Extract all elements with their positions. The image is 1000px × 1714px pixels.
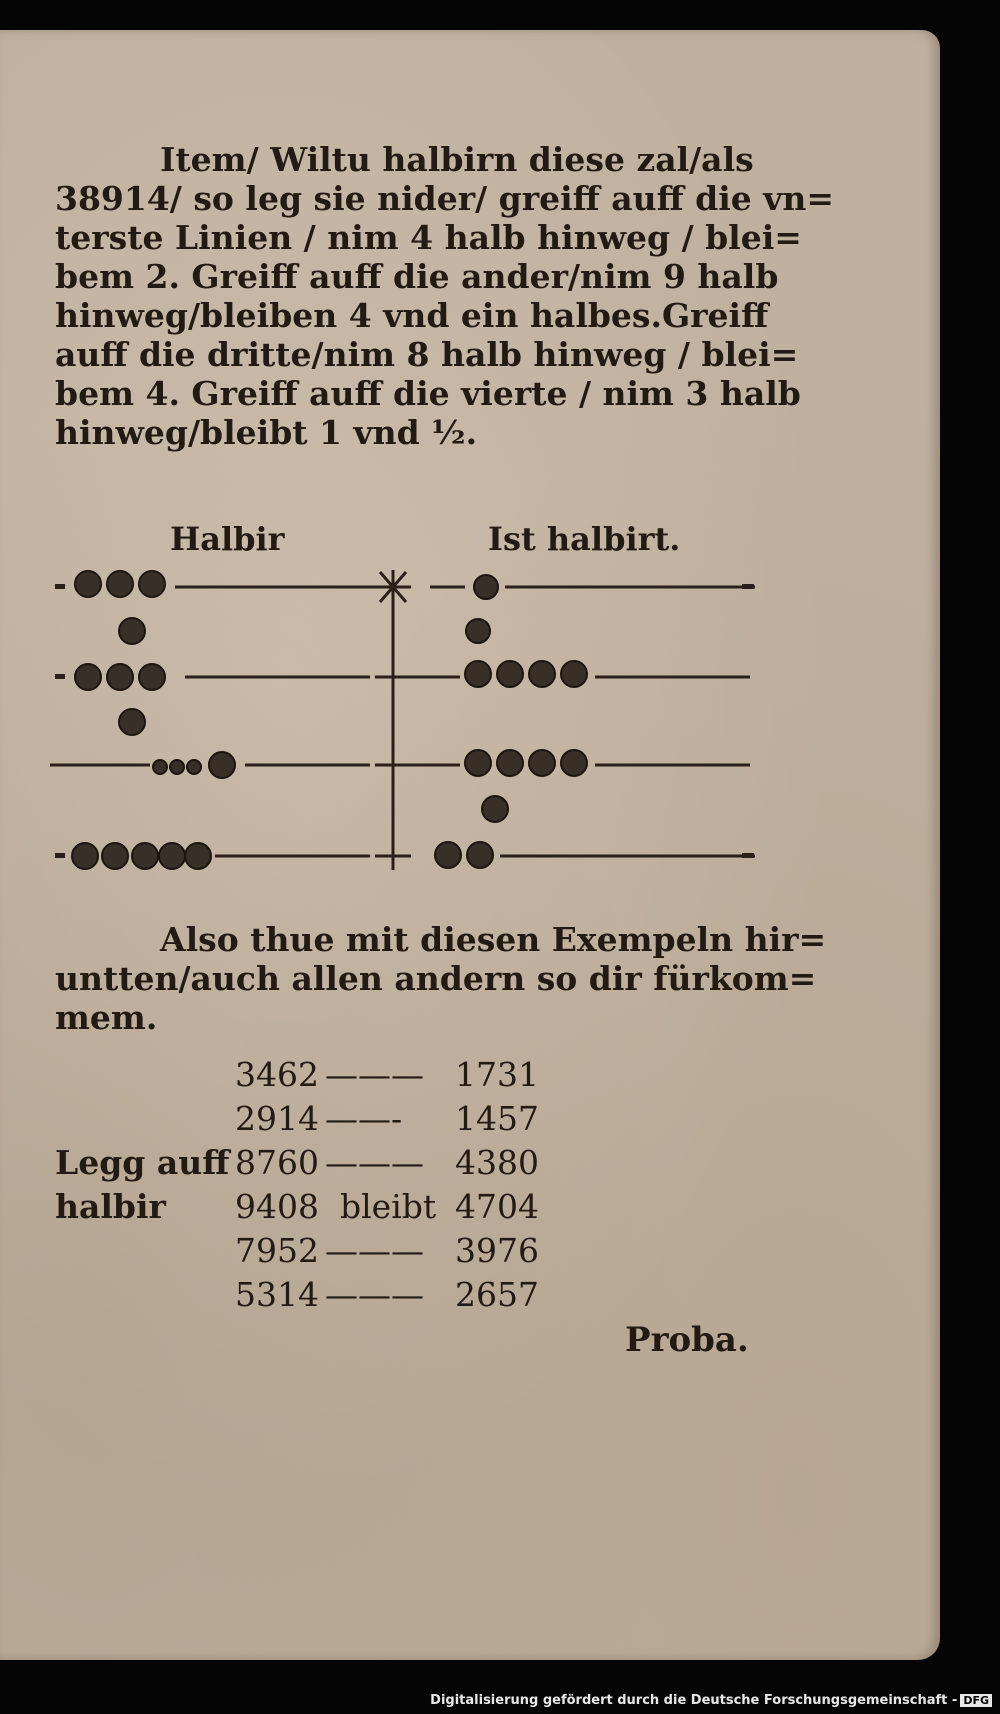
counter [481,795,509,823]
text-line: mem. [55,998,158,1037]
counter [158,842,186,870]
side-label-halbir: halbir [55,1187,166,1226]
example-number: 5314 [235,1275,319,1314]
example-dash: ——— [325,1275,424,1314]
counter [473,574,499,600]
text-line: bem 4. Greiff auff die vierte / nim 3 ha… [55,374,801,413]
counter [74,570,102,598]
tick-mark [55,674,65,679]
paragraph-exempeln: Also thue mit diesen Exempeln hir= untte… [55,920,827,1037]
tick-mark [55,853,65,858]
example-result: 1731 [455,1055,539,1094]
text-line: terste Linien / nim 4 halb hinweg / blei… [55,218,802,257]
counter [528,749,556,777]
paragraph-halbirn: Item/ Wiltu halbirn diese zal/als 38914/… [55,140,835,452]
counter [496,660,524,688]
counter [71,842,99,870]
example-dash: ——— [325,1055,424,1094]
digitization-credit: Digitalisierung gefördert durch die Deut… [430,1693,992,1708]
counter [465,618,491,644]
counter [434,841,462,869]
example-number: 2914 [235,1099,319,1138]
counter [208,751,236,779]
example-number: 7952 [235,1231,319,1270]
text-line: hinweg/bleibt 1 vnd ½. [55,413,478,452]
counter [169,759,185,775]
example-result: 4704 [455,1187,539,1226]
text-line: auff die dritte/nim 8 halb hinweg / blei… [55,335,799,374]
example-result: 1457 [455,1099,539,1138]
counter [118,708,146,736]
tick-mark [742,584,754,589]
example-dash: ——- [325,1099,403,1138]
text-line: bem 2. Greiff auff die ander/nim 9 halb [55,257,779,296]
credit-text: Digitalisierung gefördert durch die Deut… [430,1693,958,1708]
example-word-bleibt: bleibt [340,1187,437,1226]
counter [528,660,556,688]
example-dash: ——— [325,1231,424,1270]
book-page [0,30,940,1660]
counter [101,842,129,870]
example-number: 9408 [235,1187,319,1226]
text-line: hinweg/bleiben 4 vnd ein halbes.Greiff [55,296,769,335]
counter [118,617,146,645]
tick-mark [55,584,65,589]
example-number: 8760 [235,1143,319,1182]
counter [138,570,166,598]
text-line: Item/ Wiltu halbirn diese zal/als [160,140,754,179]
text-line: 38914/ so leg sie nider/ greiff auff die… [55,179,835,218]
counter [74,663,102,691]
side-label-legg: Legg auff [55,1143,230,1182]
diagram-label-right: Ist halbirt. [488,520,681,558]
counter [464,749,492,777]
example-result: 2657 [455,1275,539,1314]
counter [496,749,524,777]
text-line: Also thue mit diesen Exempeln hir= [160,920,827,959]
example-result: 4380 [455,1143,539,1182]
counter [106,570,134,598]
counter [138,663,166,691]
counter [106,663,134,691]
counter [464,660,492,688]
counter [184,842,212,870]
example-number: 3462 [235,1055,319,1094]
example-dash: ——— [325,1143,424,1182]
counter [152,759,168,775]
counter [131,842,159,870]
tick-mark [742,853,754,858]
counter [560,660,588,688]
counter [560,749,588,777]
counter [466,841,494,869]
example-result: 3976 [455,1231,539,1270]
proba-label: Proba. [625,1320,749,1360]
diagram-label-left: Halbir [170,520,285,558]
counter [186,759,202,775]
dfg-logo: DFG [960,1694,992,1707]
text-line: untten/auch allen andern so dir fürkom= [55,959,817,998]
